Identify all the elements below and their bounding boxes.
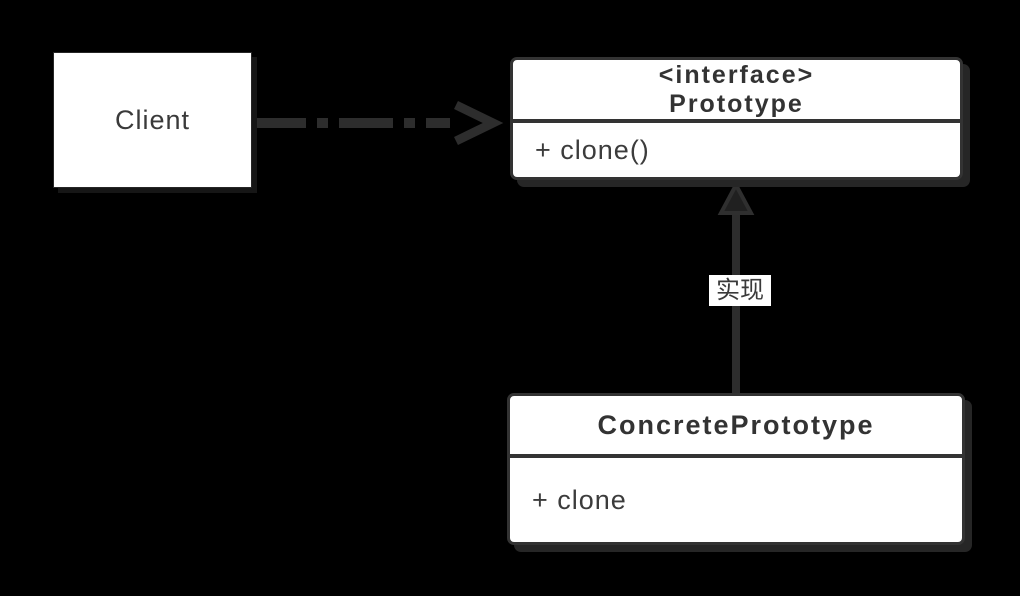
prototype-interface-box: <interface> Prototype + clone() [510,57,963,180]
concrete-prototype-box: ConcretePrototype + clone [507,393,965,545]
prototype-header: <interface> Prototype [513,60,960,123]
concrete-prototype-methods-compartment: + clone [510,458,962,542]
prototype-name-label: Prototype [669,89,804,118]
concrete-prototype-header: ConcretePrototype [510,396,962,458]
prototype-method-label: + clone() [535,134,650,165]
concrete-prototype-method-label: + clone [532,484,627,515]
realization-triangle-icon [717,180,755,215]
concrete-prototype-name-label: ConcretePrototype [597,409,875,440]
client-label: Client [114,104,191,135]
prototype-methods-compartment: + clone() [513,123,960,177]
prototype-stereotype-label: <interface> [658,60,815,89]
client-class-box: Client [53,52,252,188]
realization-edge-label: 实现 [709,275,771,306]
dependency-open-arrowhead-icon [454,100,504,146]
